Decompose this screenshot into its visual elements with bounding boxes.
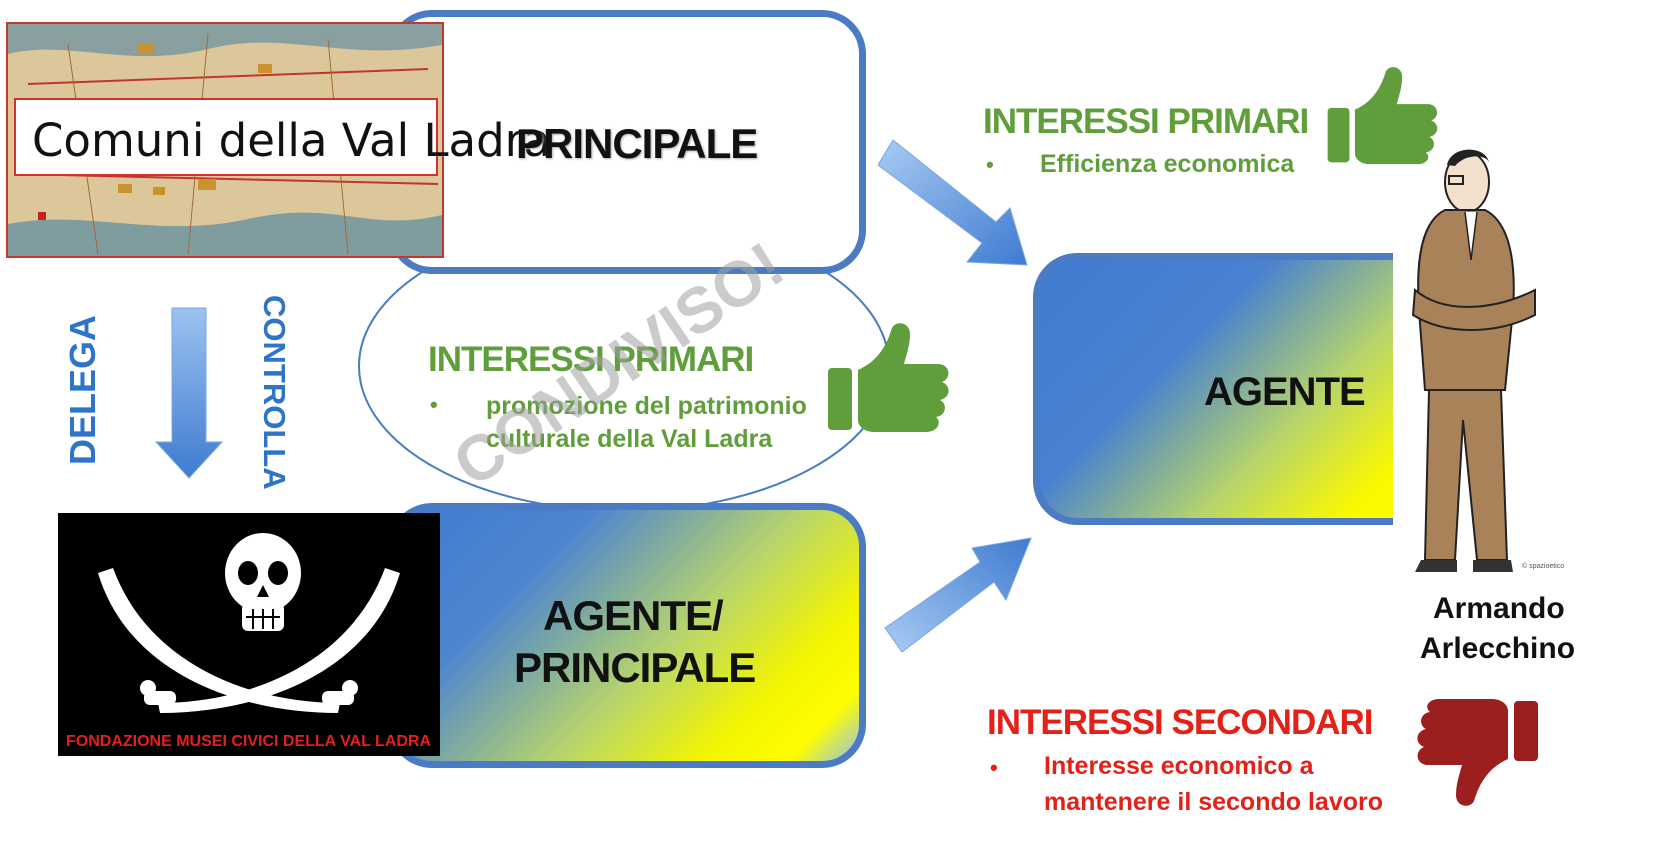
primary-interests-bullet: • — [986, 152, 994, 177]
delega-arrow — [154, 307, 224, 479]
shared-interests-line2: culturale della Val Ladra — [486, 425, 773, 453]
image-credit: © spazioetico — [1522, 563, 1565, 570]
shared-interests-line1: promozione del patrimonio — [486, 392, 807, 420]
secondary-interests-bullet: • — [990, 755, 998, 780]
map-label: Comuni della Val Ladra — [32, 114, 551, 167]
pirate-flag-image — [58, 513, 440, 756]
person-name-line2: Arlecchino — [1420, 632, 1576, 665]
agente-principale-line2: PRINCIPALE — [514, 644, 756, 691]
thumbs-up-icon — [828, 323, 949, 432]
secondary-interests-title: INTERESSI SECONDARI — [987, 703, 1373, 742]
primary-interests-item: Efficienza economica — [1040, 150, 1295, 178]
primary-interests-title: INTERESSI PRIMARI — [983, 102, 1309, 141]
principale-label: PRINCIPALE — [516, 120, 758, 167]
agente-principale-box — [388, 503, 866, 768]
agente-box — [1033, 253, 1393, 525]
map-label-box — [14, 98, 438, 176]
person-illustration — [1411, 149, 1536, 572]
agente-principale-to-agente-arrow — [884, 537, 1032, 653]
controlla-label: CONTROLLA — [257, 295, 292, 490]
thumbs-down-icon — [1417, 699, 1538, 806]
principale-to-agente-arrow — [877, 139, 1028, 266]
shared-interests-title: INTERESSI PRIMARI — [428, 340, 754, 379]
shared-interests-bullet: • — [430, 392, 438, 417]
thumbs-up-icon — [1327, 67, 1438, 165]
secondary-interests-line2: mantenere il secondo lavoro — [1044, 788, 1383, 816]
secondary-interests-line1: Interesse economico a — [1044, 752, 1314, 780]
delega-label: DELEGA — [62, 314, 103, 465]
skull-crossed-swords-icon — [98, 533, 400, 713]
person-name-line1: Armando — [1433, 592, 1565, 625]
flag-caption: FONDAZIONE MUSEI CIVICI DELLA VAL LADRA — [66, 733, 432, 750]
agente-label: AGENTE — [1204, 370, 1366, 414]
agente-principale-line1: AGENTE/ — [543, 592, 724, 639]
